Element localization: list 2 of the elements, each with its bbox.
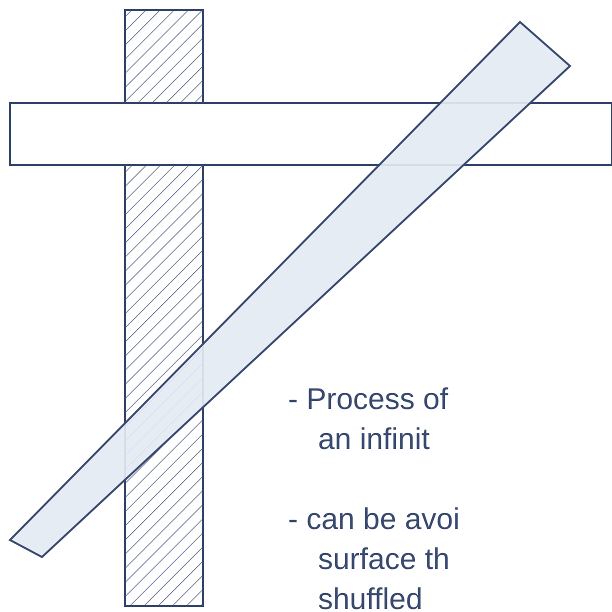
note-text: - can be avoi surface th shuffled (288, 502, 461, 612)
note-text: - Process of an infinit (288, 382, 450, 458)
